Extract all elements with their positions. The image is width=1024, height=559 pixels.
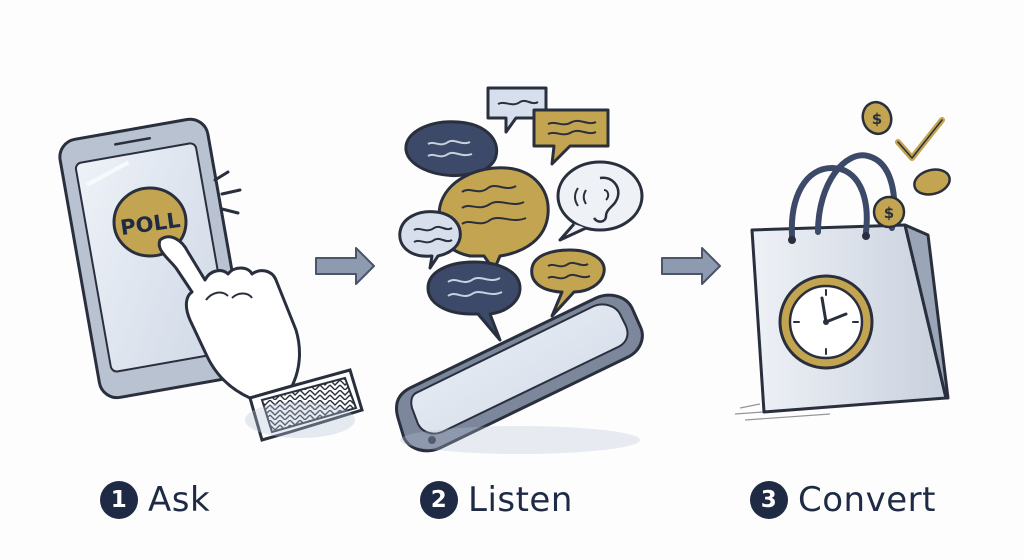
- chat-bubble: [404, 120, 499, 194]
- clock-icon: [778, 274, 874, 370]
- chat-bubbles-icon: [398, 86, 644, 342]
- ask-illustration: POLL: [58, 117, 364, 442]
- smartphone-icon: [395, 293, 644, 454]
- step-1-label: 1 Ask: [100, 478, 210, 522]
- ear-icon: [592, 176, 620, 223]
- ear-bubble: [556, 160, 644, 242]
- step-number-badge: 3: [750, 481, 788, 519]
- poll-button: POLL: [112, 186, 188, 258]
- step-2-label: 2 Listen: [420, 478, 573, 522]
- chat-bubble: [486, 86, 548, 134]
- coin-symbol: $: [872, 110, 882, 128]
- step-label-text: Listen: [468, 480, 573, 520]
- step-number-badge: 2: [420, 481, 458, 519]
- step-number-badge: 1: [100, 481, 138, 519]
- step-label-text: Convert: [798, 480, 936, 520]
- tap-lines-icon: [213, 170, 242, 215]
- coin-icon: $: [872, 195, 906, 229]
- coin-symbol: $: [884, 204, 894, 222]
- pointing-hand-icon: [157, 235, 364, 442]
- listen-illustration: [395, 86, 644, 454]
- convert-illustration: $ $: [734, 100, 951, 421]
- step-3-label: 3 Convert: [750, 478, 936, 522]
- coin-icon: [913, 168, 951, 196]
- coin-icon: $: [861, 100, 893, 136]
- step-label-text: Ask: [148, 480, 211, 520]
- arrow-right-icon: [315, 247, 375, 285]
- chat-bubble: [532, 108, 610, 166]
- arrow-right-icon: [661, 247, 721, 285]
- checkmark-icon: [895, 117, 945, 161]
- chat-bubble: [398, 210, 462, 270]
- chat-bubble: [426, 260, 522, 342]
- chat-bubble: [530, 248, 606, 318]
- chat-bubble: [437, 166, 550, 272]
